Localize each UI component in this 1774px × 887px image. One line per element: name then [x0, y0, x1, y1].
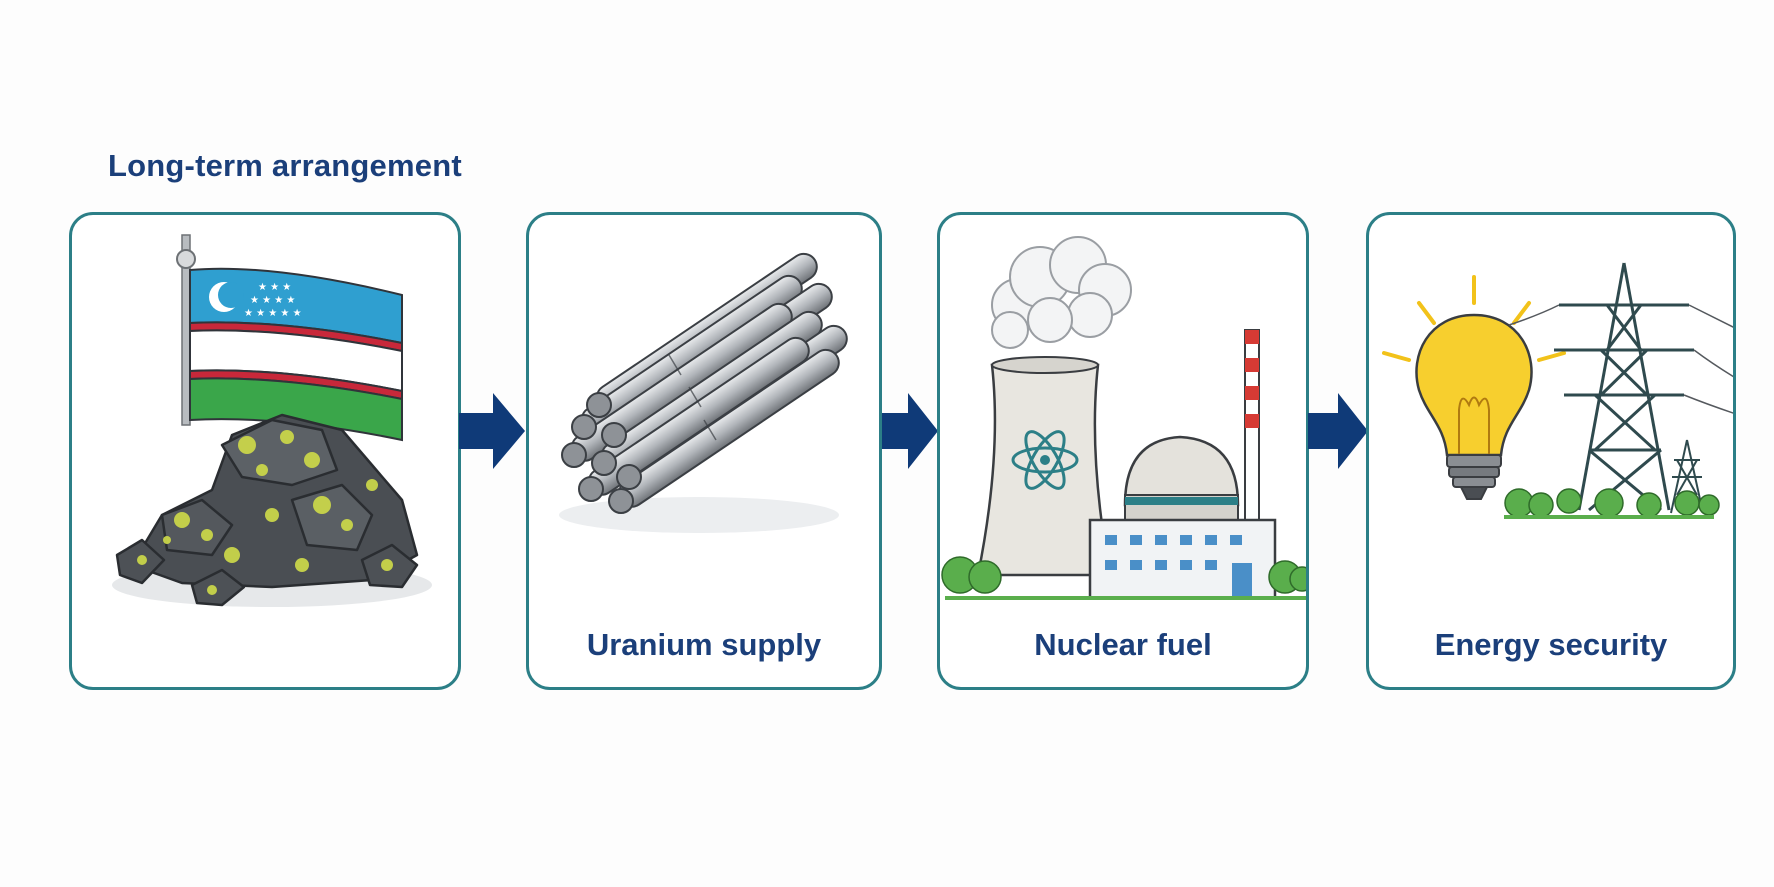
step-card-uranium-supply: Uranium supply [526, 212, 882, 690]
arrow-right-icon [1308, 393, 1368, 469]
step-card-arrangement: ★ ★ ★ ★ ★ ★ ★ ★ ★ ★ ★ ★ [69, 212, 461, 690]
arrow-right-icon [882, 393, 938, 469]
step-card-nuclear-fuel: Nuclear fuel [937, 212, 1309, 690]
arrow-right-icon [459, 393, 525, 469]
svg-text:★ ★ ★ ★ ★: ★ ★ ★ ★ ★ [244, 308, 302, 319]
svg-text:★ ★ ★: ★ ★ ★ [258, 282, 291, 293]
lightbulb-pylon-icon [1382, 262, 1733, 519]
nuclear-plant-icon [941, 236, 1306, 600]
svg-text:★ ★ ★ ★: ★ ★ ★ ★ [250, 295, 295, 306]
step-card-energy-security: Energy security [1366, 212, 1736, 690]
uzbekistan-flag-ore-icon: ★ ★ ★ ★ ★ ★ ★ ★ ★ ★ ★ ★ [112, 234, 432, 607]
step-label: Energy security [1434, 627, 1668, 662]
diagram-heading: Long-term arrangement [108, 148, 462, 183]
step-label: Nuclear fuel [1034, 627, 1212, 662]
fuel-rods-icon [559, 252, 848, 533]
step-label: Uranium supply [586, 627, 822, 662]
